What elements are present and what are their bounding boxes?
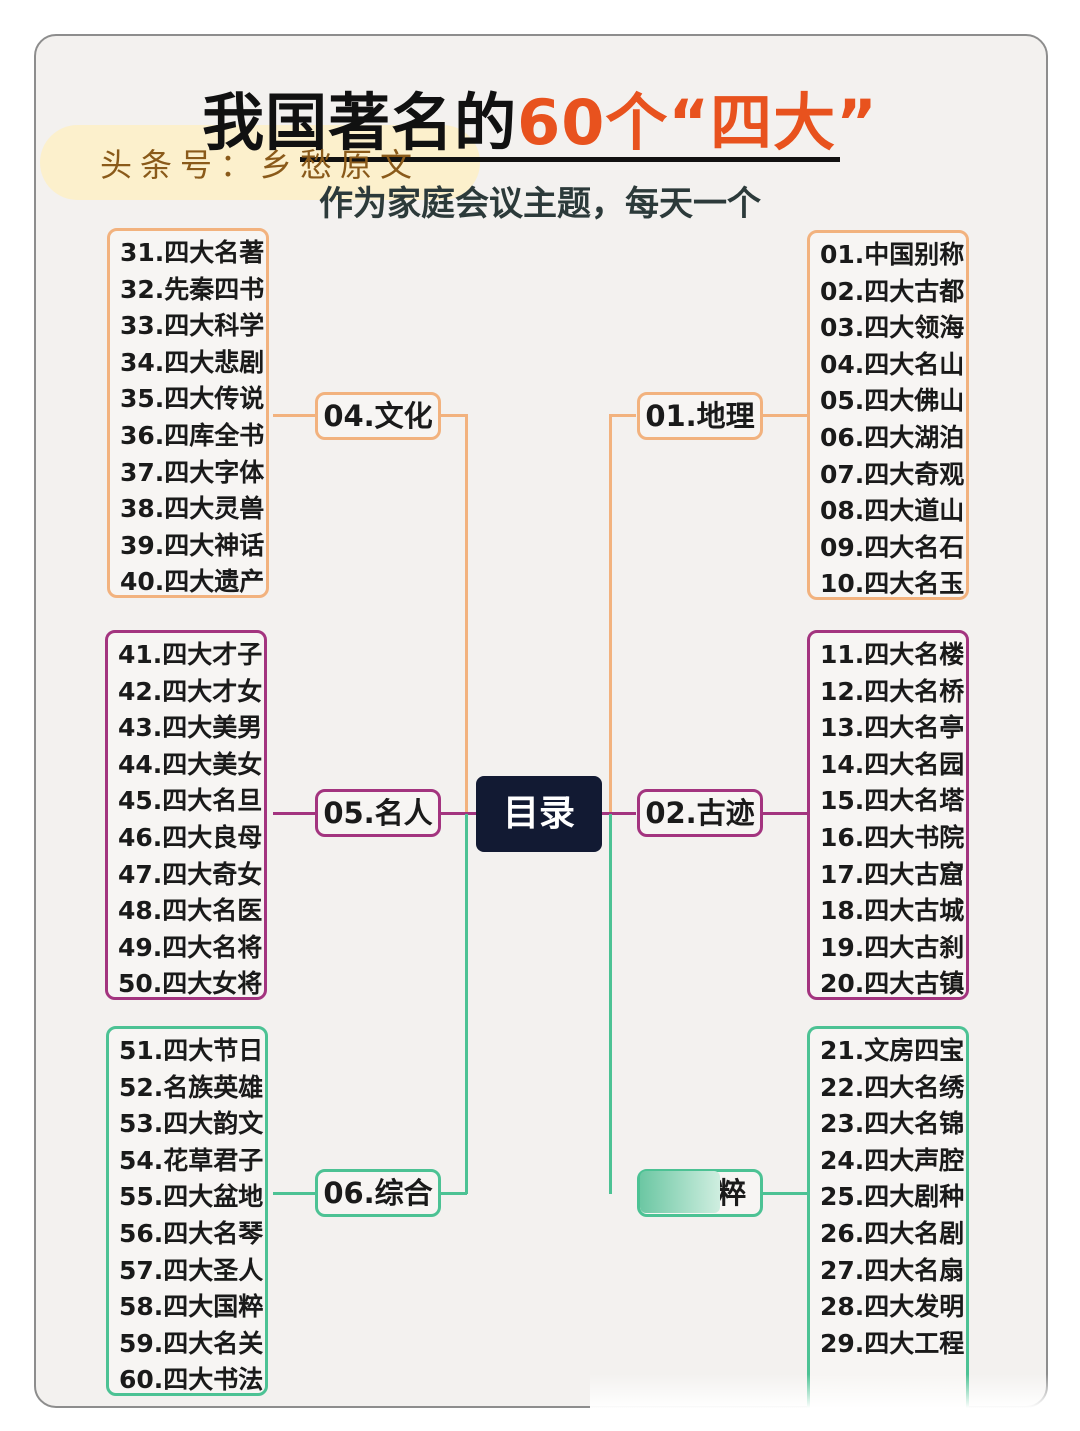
node-people[interactable]: 05.名人 [315, 789, 441, 837]
list-item: 38.四大灵兽 [120, 494, 265, 524]
list-misc: 51.四大节日 52.名族英雄 53.四大韵文 54.花草君子 55.四大盆地 56.四大… [106, 1026, 268, 1396]
list-item: 11.四大名楼 [820, 640, 965, 669]
connector [609, 414, 612, 814]
list-item: 13.四大名亭 [820, 713, 965, 743]
list-item: 41.四大才子 [118, 640, 263, 669]
list-item: 55.四大盆地 [119, 1182, 264, 1212]
list-item: 15.四大名塔 [820, 786, 965, 816]
list-item: 34.四大悲剧 [120, 347, 265, 377]
list-item: 36.四库全书 [120, 420, 265, 450]
connector [763, 812, 807, 815]
page-title: 我国著名的60个“四大” [0, 72, 1080, 162]
connector [441, 414, 467, 417]
list-item: 24.四大声腔 [820, 1145, 965, 1175]
list-culture: 31.四大名著 32.先秦四书 33.四大科学 34.四大悲剧 35.四大传说 36.四库… [107, 228, 269, 598]
list-item: 25.四大剧种 [820, 1182, 965, 1212]
list-item: 18.四大古城 [820, 896, 965, 926]
node-misc[interactable]: 06.综合 [315, 1169, 441, 1217]
list-item: 33.四大科学 [120, 311, 265, 341]
list-item: 42.四大才女 [118, 676, 263, 706]
list-item: 49.四大名将 [118, 932, 263, 962]
connector [273, 414, 315, 417]
list-relics: 11.四大名楼 12.四大名桥 13.四大名亭 14.四大名园 15.四大名塔 16.四大… [807, 630, 969, 1000]
title-highlight: 60个“四大” [517, 86, 878, 159]
list-item: 20.四大古镇 [820, 969, 965, 999]
list-geography: 01.中国别称 02.四大古都 03.四大领海 04.四大名山 05.四大佛山 06.四大… [807, 230, 969, 600]
list-item: 27.四大名扇 [820, 1255, 965, 1285]
list-item: 31.四大名著 [120, 238, 265, 267]
list-essence: 21.文房四宝 22.四大名绣 23.四大名锦 24.四大声腔 25.四大剧种 26.四大… [807, 1026, 969, 1426]
list-item: 21.文房四宝 [820, 1036, 965, 1065]
list-item: 14.四大名园 [820, 749, 965, 779]
connector [763, 414, 807, 417]
list-item: 58.四大国粹 [119, 1292, 264, 1322]
connector [465, 814, 468, 1194]
list-item: 39.四大神话 [120, 530, 265, 560]
node-relics[interactable]: 02.古迹 [637, 789, 763, 837]
list-item: 52.名族英雄 [119, 1072, 264, 1102]
list-item: 37.四大字体 [120, 457, 265, 487]
list-item: 45.四大名旦 [118, 786, 263, 816]
list-item: 06.四大湖泊 [820, 422, 965, 452]
list-item: 10.四大名玉 [820, 569, 965, 599]
list-item: 07.四大奇观 [820, 459, 965, 489]
list-item: 56.四大名琴 [119, 1218, 264, 1248]
list-item: 57.四大圣人 [119, 1255, 264, 1285]
list-item: 46.四大良母 [118, 822, 263, 852]
list-item: 51.四大节日 [119, 1036, 264, 1065]
watermark-highlight [40, 125, 480, 200]
bottom-fade [590, 1374, 1060, 1431]
list-item: 53.四大韵文 [119, 1109, 264, 1139]
list-item: 03.四大领海 [820, 313, 965, 343]
list-item: 01.中国别称 [820, 240, 965, 269]
connector [465, 414, 468, 814]
list-item: 43.四大美男 [118, 713, 263, 743]
connector [609, 814, 612, 1194]
list-item: 23.四大名锦 [820, 1109, 965, 1139]
list-item: 48.四大名医 [118, 896, 263, 926]
connector [602, 812, 636, 815]
connector [273, 812, 315, 815]
list-item: 35.四大传说 [120, 384, 265, 414]
image-artifact [640, 1171, 720, 1213]
subtitle: 作为家庭会议主题，每天一个 [319, 184, 761, 224]
list-item: 17.四大古窟 [820, 859, 965, 889]
list-item: 02.四大古都 [820, 276, 965, 306]
node-essence-label: 粹 [716, 1176, 746, 1210]
connector [441, 1192, 467, 1195]
center-node[interactable]: 目录 [476, 776, 602, 852]
list-people: 41.四大才子 42.四大才女 43.四大美男 44.四大美女 45.四大名旦 46.四大… [105, 630, 267, 1000]
connector [441, 812, 476, 815]
list-item: 19.四大古刹 [820, 932, 965, 962]
connector [763, 1192, 807, 1195]
connector [273, 1192, 315, 1195]
list-item: 12.四大名桥 [820, 676, 965, 706]
list-item: 44.四大美女 [118, 749, 263, 779]
title-underline [300, 157, 840, 162]
list-item: 50.四大女将 [118, 969, 263, 999]
list-item: 59.四大名关 [119, 1328, 264, 1358]
title-prefix: 我国著名的 [202, 86, 518, 159]
list-item: 08.四大道山 [820, 496, 965, 526]
list-item: 28.四大发明 [820, 1292, 965, 1322]
list-item: 32.先秦四书 [120, 274, 265, 304]
list-item: 47.四大奇女 [118, 859, 263, 889]
connector [610, 414, 636, 417]
list-item: 29.四大工程 [820, 1328, 965, 1358]
list-item: 05.四大佛山 [820, 386, 965, 416]
node-culture[interactable]: 04.文化 [315, 392, 441, 440]
list-item: 04.四大名山 [820, 349, 965, 379]
list-item: 16.四大书院 [820, 822, 965, 852]
list-item: 40.四大遗产 [120, 567, 265, 597]
list-item: 60.四大书法 [119, 1365, 264, 1395]
list-item: 22.四大名绣 [820, 1072, 965, 1102]
list-item: 54.花草君子 [119, 1145, 264, 1175]
watermark: 头条号：乡愁原文 [100, 146, 421, 184]
list-item: 26.四大名剧 [820, 1218, 965, 1248]
list-item: 09.四大名石 [820, 532, 965, 562]
node-geography[interactable]: 01.地理 [637, 392, 763, 440]
